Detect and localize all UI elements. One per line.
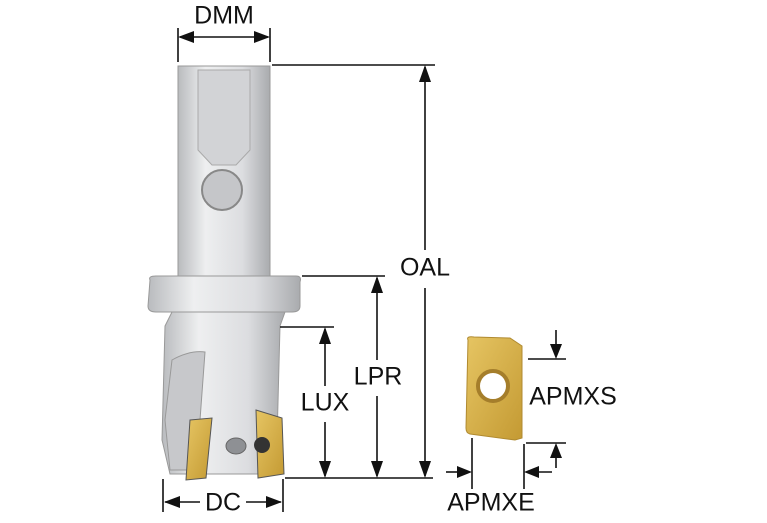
- insert-hole: [476, 369, 510, 403]
- lux-label: LUX: [301, 389, 350, 417]
- oal-label: OAL: [400, 254, 450, 282]
- insert-screw: [254, 437, 270, 453]
- dimension-apmxe: APMXE: [446, 438, 552, 517]
- insert-left: [185, 417, 213, 481]
- dc-label: DC: [205, 489, 241, 517]
- dimension-apmxs: APMXS: [526, 330, 617, 468]
- dmm-label: DMM: [194, 2, 254, 30]
- shank-flat: [197, 69, 251, 166]
- lpr-label: LPR: [354, 363, 403, 391]
- coolant-hole: [225, 437, 247, 455]
- dimension-dc: DC: [162, 479, 284, 517]
- dimension-oal: OAL: [272, 64, 450, 478]
- flange: [147, 275, 301, 313]
- dimension-lux: LUX: [280, 326, 350, 478]
- apmxe-label: APMXE: [447, 489, 535, 517]
- cutter-tool: [147, 65, 301, 481]
- dimension-lpr: LPR: [302, 275, 403, 478]
- dimension-dmm: DMM: [177, 2, 271, 62]
- apmxs-label: APMXS: [529, 383, 617, 411]
- insert-detail: [465, 336, 523, 441]
- insert-right: [255, 409, 285, 479]
- clamp-hole: [201, 169, 243, 211]
